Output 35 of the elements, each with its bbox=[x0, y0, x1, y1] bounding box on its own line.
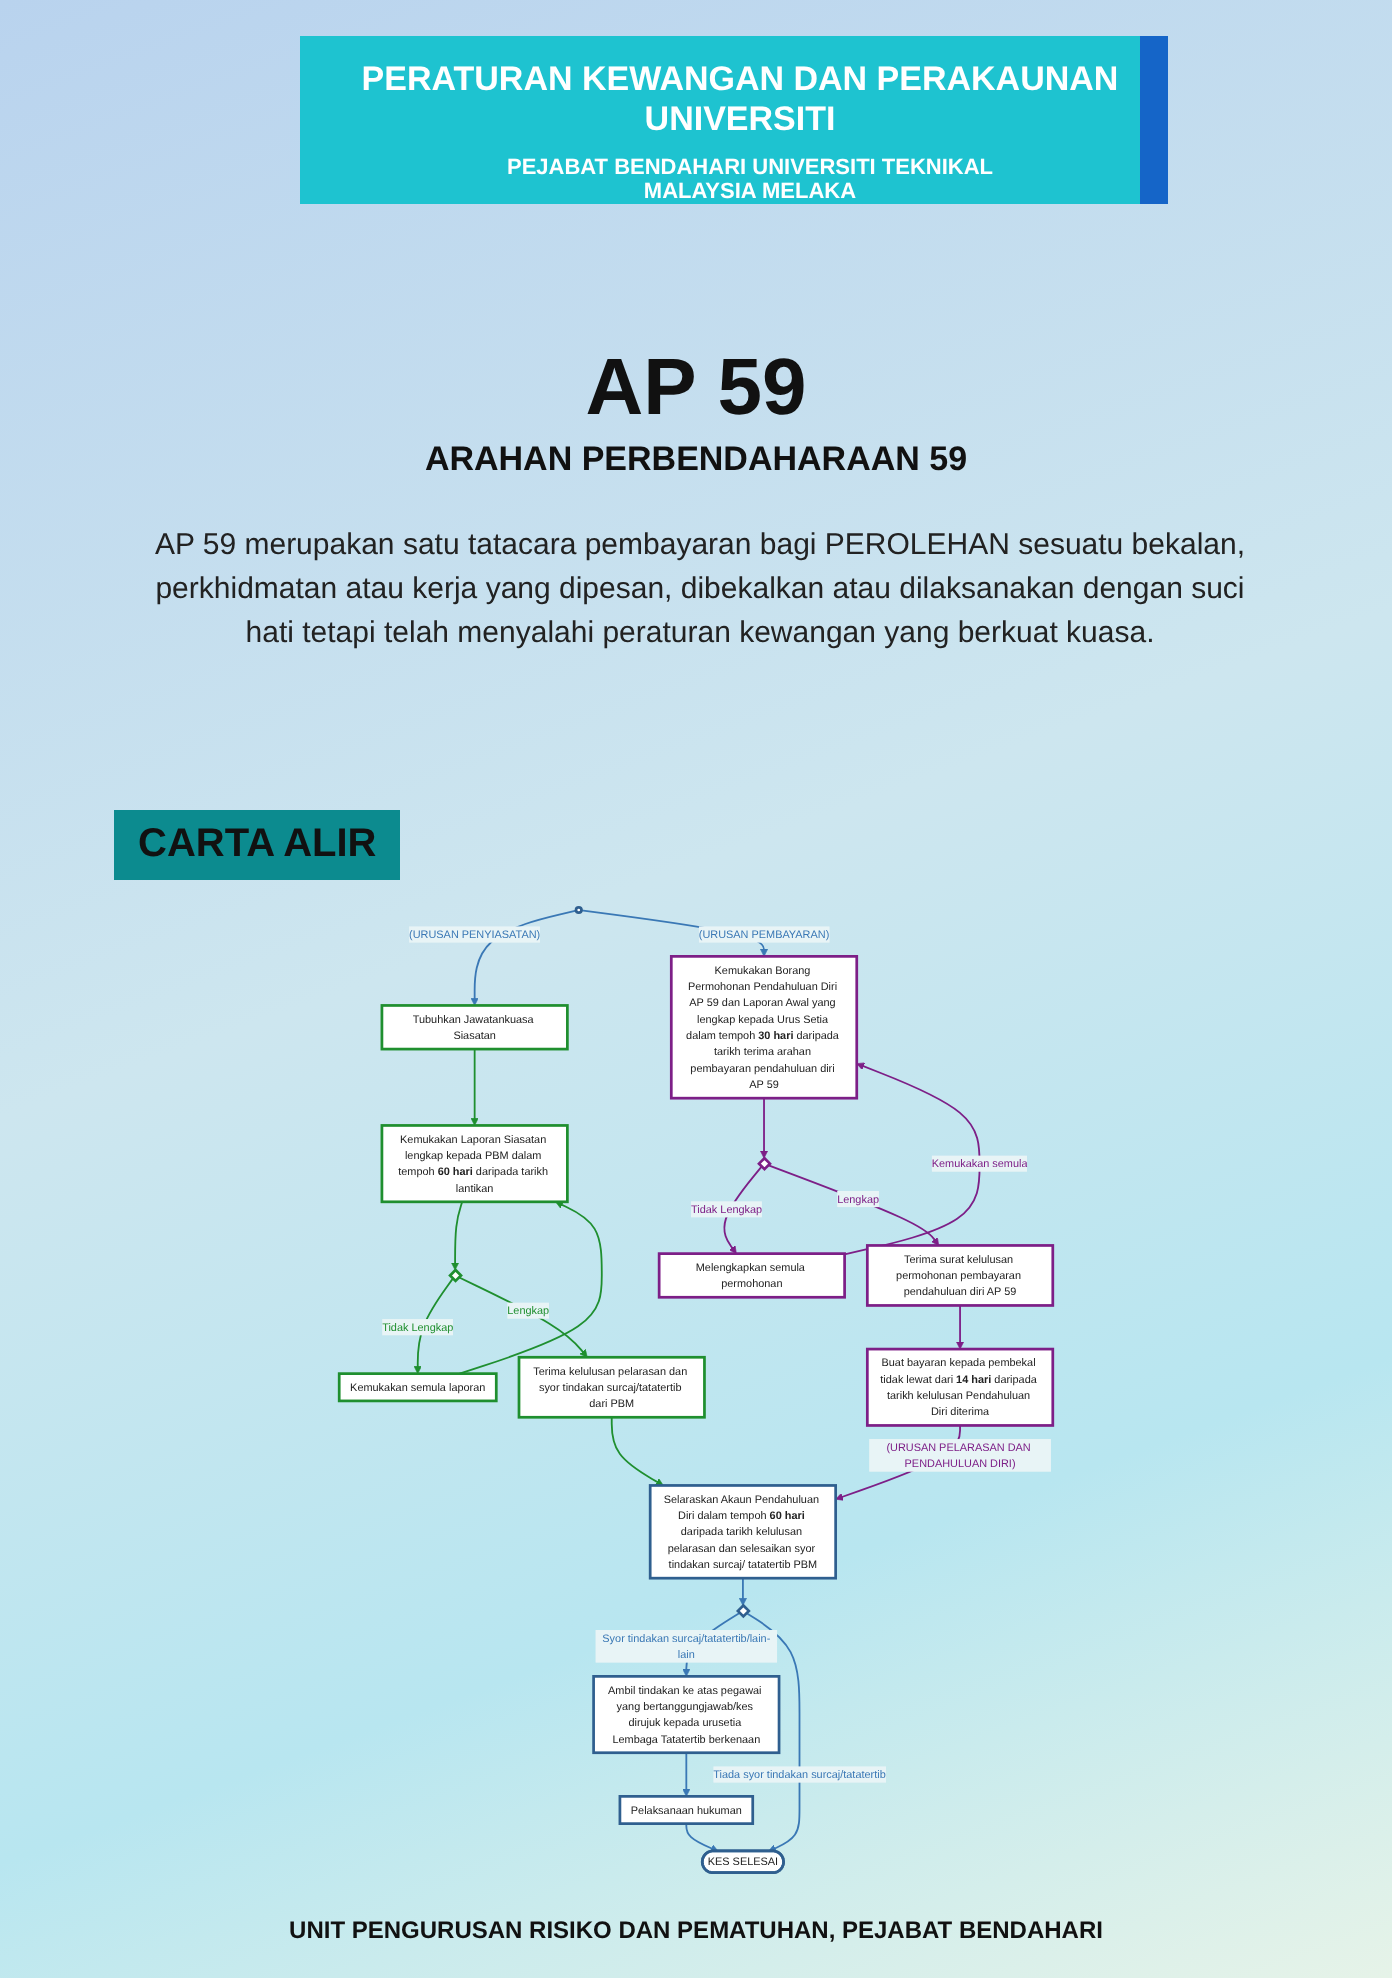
node-box bbox=[648, 1484, 837, 1580]
node-diamond bbox=[757, 1156, 772, 1171]
arrow bbox=[457, 1276, 588, 1358]
subtitle: ARAHAN PERBENDAHARAAN 59 bbox=[422, 440, 970, 480]
node-diamond bbox=[735, 1603, 751, 1619]
header-subtitle: PEJABAT BENDAHARI UNIVERSITI TEKNIKAL MALAYSIA MELAKA bbox=[504, 156, 996, 204]
footer-text: UNIT PENGURUSAN RISIKO DAN PEMATUHAN, PEJABAT BENDAHARI bbox=[287, 1916, 1105, 1944]
node-box bbox=[865, 1347, 1055, 1427]
arrow bbox=[767, 1164, 940, 1246]
arrow bbox=[470, 1048, 479, 1126]
node-box bbox=[618, 1795, 755, 1825]
arrow bbox=[682, 1751, 691, 1797]
node-box bbox=[657, 1252, 846, 1299]
arrow bbox=[738, 1577, 747, 1606]
node-box bbox=[337, 1372, 498, 1403]
header-title: PERATURAN KEWANGAN DAN PERAKAUNAN UNIVERSITI bbox=[359, 60, 1121, 140]
arrow bbox=[760, 1097, 768, 1159]
arrow bbox=[685, 1822, 719, 1853]
section-heading: CARTA ALIR bbox=[114, 810, 401, 880]
node-box bbox=[380, 1124, 569, 1204]
arrow bbox=[458, 1201, 603, 1375]
node-box bbox=[592, 1675, 781, 1755]
node-circle bbox=[574, 905, 583, 915]
arrow bbox=[843, 1062, 981, 1256]
intro-paragraph: AP 59 merupakan satu tatacara pembayaran bagi PEROLEHAN sesuatu bekalan, perkhidmatan atau kerja yang dipesan, dibekalkan atau dilaksanakan dengan suci hati tetapi telah menyalahi peraturan kewangan yang berkuat kuasa. bbox=[152, 526, 1248, 654]
arrow bbox=[451, 1200, 464, 1271]
node-box bbox=[669, 955, 859, 1100]
node-box bbox=[380, 1004, 569, 1051]
diagram-title: AP 59 bbox=[583, 344, 809, 434]
arrow bbox=[610, 1416, 664, 1486]
node-box bbox=[517, 1355, 706, 1419]
node-diamond bbox=[448, 1268, 463, 1283]
arrow bbox=[745, 1612, 801, 1853]
arrow bbox=[956, 1304, 965, 1350]
node-box bbox=[865, 1244, 1055, 1307]
